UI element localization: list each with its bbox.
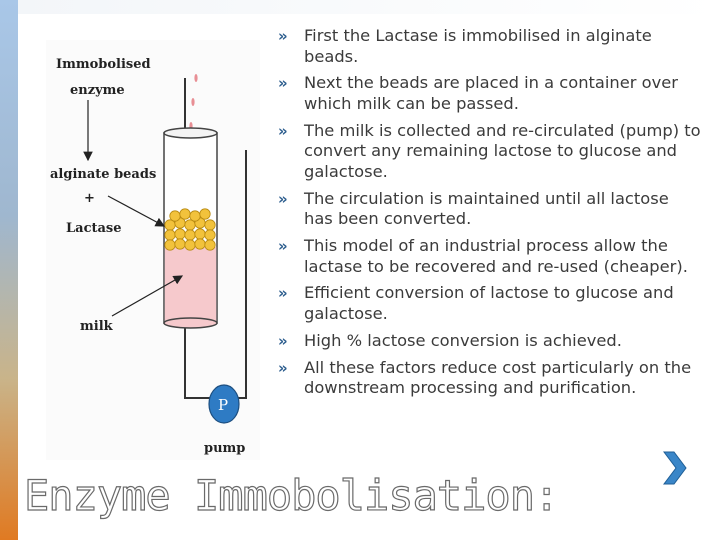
label-arrows	[83, 100, 184, 317]
bullet-text: Next the beads are placed in a container…	[304, 73, 678, 113]
bullet-text: All these factors reduce cost particular…	[304, 357, 692, 398]
bullet-text: The circulation is maintained until all …	[304, 188, 669, 229]
bullet-list: » First the Lactase is immobilised in alg…	[276, 26, 702, 405]
bullet-text: This model of an industrial process allo…	[304, 236, 688, 276]
bullet-marker: »	[278, 284, 288, 303]
slide-accent-bar	[0, 0, 18, 540]
slide-top-strip	[18, 0, 720, 14]
bullet-item: » First the Lactase is immobilised in alg…	[276, 26, 702, 67]
pump-letter: P	[218, 396, 228, 414]
bullet-marker: »	[278, 331, 288, 350]
bullet-text: High % lactose conversion is achieved.	[304, 330, 622, 350]
label-lactase: Lactase	[66, 221, 122, 236]
label-immobolised: Immobolised	[56, 57, 151, 72]
label-milk: milk	[80, 319, 114, 334]
label-enzyme: enzyme	[70, 83, 125, 98]
bullet-item: » Efficient conversion of lactose to gluc…	[276, 283, 702, 324]
diagram-svg: P Immobolised enzyme alginate beads + La…	[50, 57, 247, 456]
feed-tube	[232, 150, 247, 399]
arrow-to-beads	[107, 195, 166, 227]
bullet-item: » The circulation is maintained until all…	[276, 189, 702, 230]
bullet-text: The milk is collected and re-circulated …	[304, 120, 701, 181]
bullet-item: » The milk is collected and re-circulated…	[276, 121, 702, 183]
bullet-marker: »	[278, 74, 288, 93]
milk-drips	[189, 74, 198, 130]
bullet-marker: »	[278, 358, 288, 377]
label-alginate-beads: alginate beads	[50, 167, 156, 182]
label-plus: +	[84, 191, 95, 206]
bullet-item: » Next the beads are placed in a containe…	[276, 73, 702, 114]
pump-icon	[208, 384, 240, 424]
bullet-text: Efficient conversion of lactose to gluco…	[304, 283, 674, 323]
label-pump: pump	[204, 441, 245, 456]
chevron-right-icon[interactable]	[658, 448, 692, 488]
bullet-item: » High % lactose conversion is achieved.	[276, 331, 702, 352]
bullet-marker: »	[278, 237, 288, 256]
bullet-text: First the Lactase is immobilised in algi…	[304, 26, 652, 66]
bullet-marker: »	[278, 189, 288, 208]
bullet-marker: »	[278, 27, 288, 45]
slide-title: Enzyme Immobolisation:	[23, 470, 559, 520]
alginate-beads	[164, 208, 216, 251]
milk-fill	[164, 247, 217, 322]
arrow-to-milk	[111, 275, 184, 317]
bullet-item: » This model of an industrial process all…	[276, 236, 702, 277]
immobilised-enzyme-diagram: P Immobolised enzyme alginate beads + La…	[46, 40, 260, 460]
bullet-item: » All these factors reduce cost particula…	[276, 358, 702, 399]
bullet-marker: »	[278, 121, 288, 140]
